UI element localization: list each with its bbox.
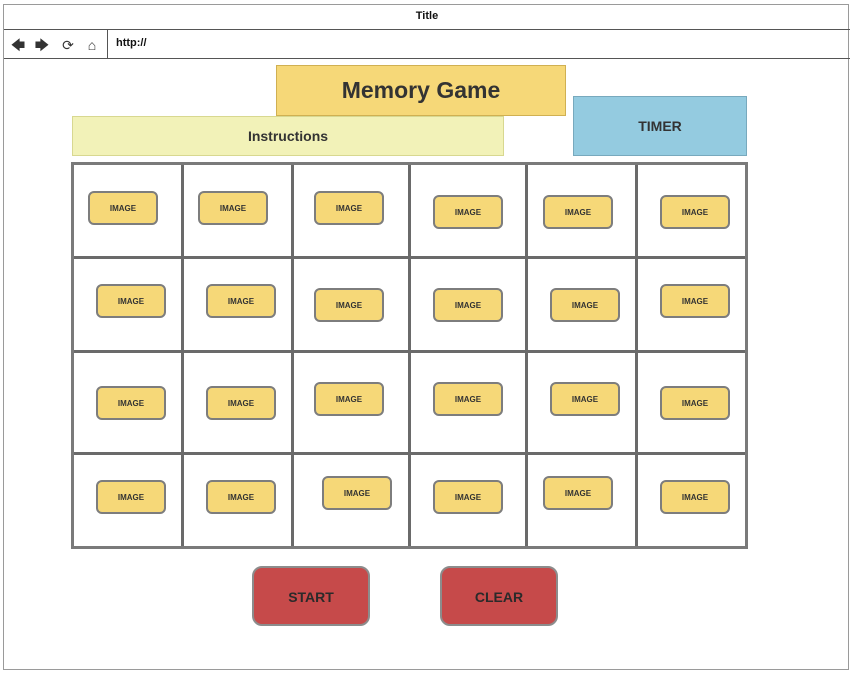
memory-card[interactable]: IMAGE bbox=[433, 382, 503, 416]
board-column-divider bbox=[291, 165, 294, 546]
memory-card[interactable]: IMAGE bbox=[433, 288, 503, 322]
memory-card[interactable]: IMAGE bbox=[96, 284, 166, 318]
home-icon[interactable]: ⌂ bbox=[87, 37, 97, 53]
board-column-divider bbox=[635, 165, 638, 546]
memory-card[interactable]: IMAGE bbox=[543, 195, 613, 229]
board-column-divider bbox=[181, 165, 184, 546]
browser-toolbar: 🡄 🡆 ⟳ ⌂ http:// bbox=[4, 29, 850, 59]
memory-card[interactable]: IMAGE bbox=[660, 284, 730, 318]
memory-card[interactable]: IMAGE bbox=[206, 386, 276, 420]
clear-button[interactable]: CLEAR bbox=[440, 566, 558, 626]
address-bar[interactable]: http:// bbox=[116, 37, 147, 49]
memory-card[interactable]: IMAGE bbox=[314, 191, 384, 225]
memory-card[interactable]: IMAGE bbox=[322, 476, 392, 510]
start-button[interactable]: START bbox=[252, 566, 370, 626]
board-row-divider bbox=[74, 350, 745, 353]
memory-card[interactable]: IMAGE bbox=[433, 480, 503, 514]
instructions-panel[interactable]: Instructions bbox=[72, 116, 504, 156]
memory-card[interactable]: IMAGE bbox=[660, 386, 730, 420]
board-row-divider bbox=[74, 256, 745, 259]
memory-card[interactable]: IMAGE bbox=[96, 386, 166, 420]
memory-card[interactable]: IMAGE bbox=[88, 191, 158, 225]
memory-card[interactable]: IMAGE bbox=[660, 195, 730, 229]
memory-card[interactable]: IMAGE bbox=[433, 195, 503, 229]
board-column-divider bbox=[408, 165, 411, 546]
memory-card[interactable]: IMAGE bbox=[314, 288, 384, 322]
forward-arrow-icon[interactable]: 🡆 bbox=[34, 37, 50, 53]
game-board: IMAGE IMAGE IMAGE IMAGE IMAGE IMAGE IMAGE IMAGE… bbox=[71, 162, 748, 549]
memory-card[interactable]: IMAGE bbox=[96, 480, 166, 514]
memory-card[interactable]: IMAGE bbox=[550, 382, 620, 416]
refresh-icon[interactable]: ⟳ bbox=[62, 37, 74, 53]
memory-card[interactable]: IMAGE bbox=[550, 288, 620, 322]
memory-card[interactable]: IMAGE bbox=[198, 191, 268, 225]
game-title: Memory Game bbox=[276, 65, 566, 116]
memory-card[interactable]: IMAGE bbox=[314, 382, 384, 416]
memory-card[interactable]: IMAGE bbox=[543, 476, 613, 510]
board-column-divider bbox=[525, 165, 528, 546]
back-arrow-icon[interactable]: 🡄 bbox=[10, 37, 26, 53]
board-row-divider bbox=[74, 452, 745, 455]
memory-card[interactable]: IMAGE bbox=[206, 284, 276, 318]
timer-display: TIMER bbox=[573, 96, 747, 156]
toolbar-divider bbox=[107, 30, 108, 58]
memory-card[interactable]: IMAGE bbox=[660, 480, 730, 514]
window-title: Title bbox=[415, 10, 439, 22]
memory-card[interactable]: IMAGE bbox=[206, 480, 276, 514]
